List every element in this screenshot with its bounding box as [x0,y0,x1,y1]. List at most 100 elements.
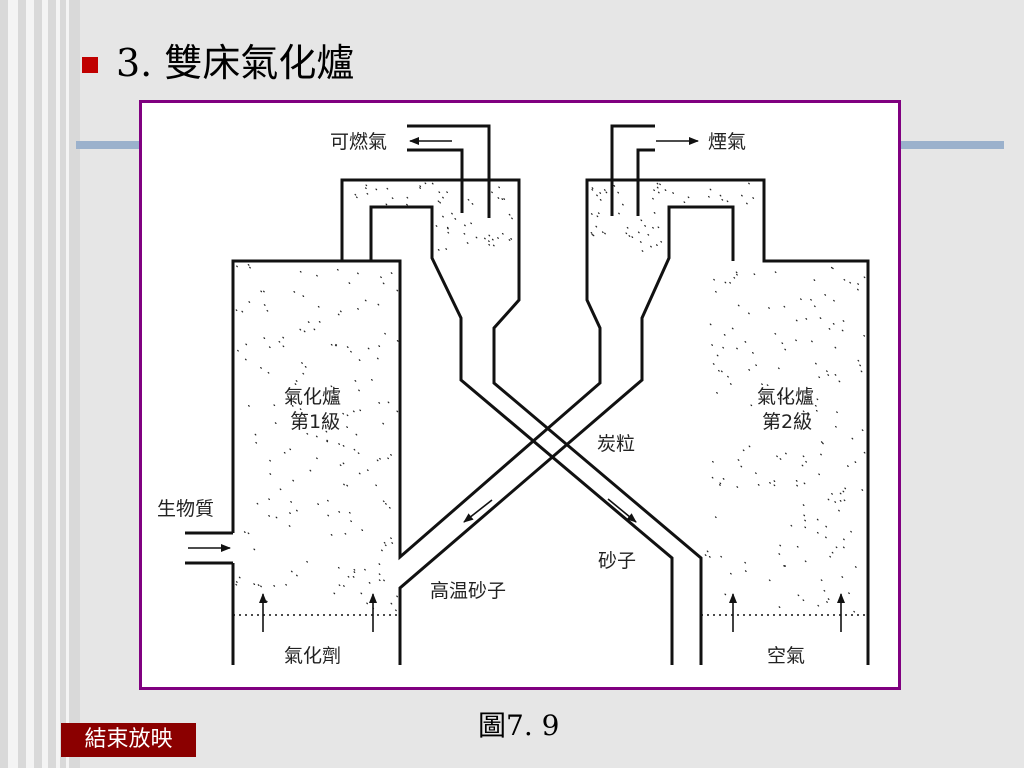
particle-dot [384,332,386,335]
particle-dot [357,308,359,310]
particle-dot [775,413,778,416]
particle-dot [863,451,866,454]
particle-dot [644,225,647,227]
particle-dot [260,290,263,293]
particle-dot [447,231,450,234]
particle-dot [828,328,831,330]
particle-dot [802,410,805,413]
particle-dot [755,364,758,367]
particle-dot [288,525,291,527]
sand-flow-arrow [607,498,637,523]
particle-dot [296,574,298,577]
particle-dot [275,516,278,519]
particle-dot [791,398,794,400]
particle-dot [660,240,663,243]
particle-dot [381,549,383,552]
particle-dot [653,189,656,192]
particle-dot [390,272,393,274]
particle-dot [814,362,817,365]
particle-dot [601,231,604,234]
particle-dot [863,334,866,337]
particle-dot [318,321,321,323]
particle-dot [830,266,833,269]
particle-dot [839,500,842,502]
particle-dot [628,235,631,237]
particle-dot [599,192,602,194]
particle-dot [683,201,686,204]
particle-dot [729,572,732,575]
particle-dot [248,301,251,303]
particle-dot [424,182,427,185]
particle-dot [361,529,364,532]
particle-dot [510,238,513,240]
particle-dot [590,213,593,215]
particle-dot [722,478,725,480]
particle-dot [805,318,808,320]
particle-dot [826,601,828,603]
particle-dot [260,585,262,588]
flue-gas-outlet [610,124,655,216]
particle-dot [861,489,864,491]
particle-dot [501,198,504,200]
particle-dot [834,374,837,376]
particle-dot [431,182,434,185]
particle-dot [726,200,729,203]
particle-dot [273,584,276,587]
particle-dot [796,484,799,487]
particle-dot [754,472,757,475]
particle-dot [742,449,745,452]
particle-dot [391,542,394,544]
particle-dot [744,341,747,343]
particle-dot [292,479,295,482]
particle-dot [731,327,734,330]
particle-dot [647,233,650,236]
particle-dot [804,526,807,529]
particle-dot [260,367,262,369]
particle-dot [299,408,302,411]
particle-dot [335,343,338,346]
particle-dot [605,191,608,194]
particle-dot [796,545,799,548]
particle-dot [784,452,787,455]
particle-dot [842,320,845,322]
particle-dot [735,271,738,274]
particle-dot [238,576,241,579]
particle-dot [672,192,675,194]
particle-dot [776,455,778,458]
particle-dot [816,518,819,521]
particle-dot [306,560,308,563]
particle-dot [442,196,444,199]
particle-dot [488,240,490,243]
particle-dot [736,273,738,276]
particle-dot [376,459,379,462]
particle-dot [843,499,846,502]
particle-dot [342,445,345,447]
particle-dot [814,404,817,407]
particle-dot [347,575,350,578]
particle-dot [768,307,770,309]
particle-dot [722,346,725,349]
particle-dot [491,191,493,194]
particle-dot [454,218,457,220]
particle-dot [289,448,292,451]
particle-dot [832,323,835,325]
end-show-button[interactable]: 結束放映 [61,723,196,757]
particle-dot [366,192,369,195]
particle-dot [386,187,389,190]
particle-dot [352,410,355,413]
particle-dot [857,359,860,362]
particle-dot [378,563,381,566]
particle-dot [375,484,377,487]
particle-dot [849,281,852,284]
particle-dot [241,310,244,313]
particle-dot [365,184,368,187]
particle-dot [824,536,827,539]
particle-dot [783,565,786,567]
particle-dot [346,484,349,487]
biomass-feed-pipe [185,531,233,565]
right-riser-inner [398,205,735,665]
particle-dot [243,531,246,534]
particle-dot [327,499,329,502]
particle-dot [498,186,500,189]
particle-dot [766,384,769,387]
